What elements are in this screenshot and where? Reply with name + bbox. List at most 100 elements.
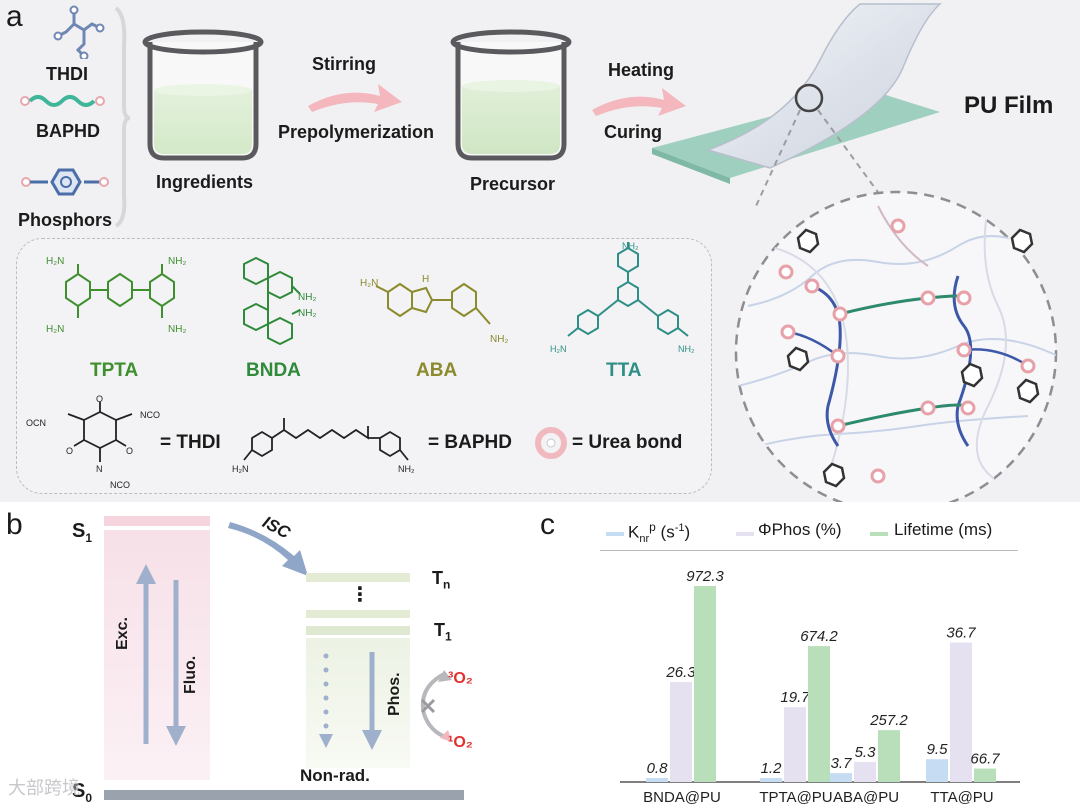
t-level-upper	[306, 610, 410, 618]
aba-nh2: NH₂	[490, 334, 508, 345]
beaker-ingredients	[142, 29, 264, 161]
thdi-nco-1: NCO	[140, 410, 160, 420]
tpta-structure: H₂N H₂N NH₂ NH₂	[46, 256, 186, 335]
bnda-name: BNDA	[246, 360, 301, 381]
aba-nh: H	[422, 274, 429, 285]
category-label-0: BNDA@PU	[643, 789, 721, 806]
bnda-nh2-1: NH₂	[298, 292, 316, 303]
data-label-3-2: 66.7	[970, 751, 1000, 768]
phos-label: Phos.	[386, 672, 403, 716]
bar-knrps-bnda-pu	[646, 778, 668, 782]
structures-box	[16, 238, 712, 494]
thdi-structure: OCN NCO NCO O O O N	[26, 394, 160, 490]
tta-h2n-left: H₂N	[550, 344, 567, 354]
data-label-2-0: 3.7	[831, 755, 853, 772]
t1-band	[306, 638, 410, 768]
chart-legend: Knrp (s-1) ΦPhos (%) Lifetime (ms)	[600, 518, 1018, 551]
bar-lifetimems-bnda-pu	[694, 586, 716, 782]
ingredients-label: Ingredients	[156, 172, 254, 192]
data-label-1-2: 674.2	[800, 628, 838, 645]
bar-knrps-aba-pu	[830, 773, 852, 782]
bar-lifetimems-tpta-pu	[808, 646, 830, 782]
legend-swatch-phos	[736, 532, 754, 536]
watermark: 大部跨境	[8, 778, 80, 798]
data-label-1-1: 19.7	[780, 689, 810, 706]
thdi-label: THDI	[46, 64, 88, 84]
bar-phos-tta-pu	[950, 642, 972, 782]
aba-h2n: H₂N	[360, 278, 378, 289]
baphd-h2n: H₂N	[232, 464, 249, 474]
data-label-2-1: 5.3	[855, 744, 877, 761]
curing-label: Curing	[604, 122, 662, 142]
precursor-label: Precursor	[470, 174, 556, 194]
levels-dots: ⋮	[350, 584, 370, 606]
phosphors-label: Phosphors	[18, 210, 113, 230]
thdi-nco-2: NCO	[110, 480, 130, 490]
triplet-oxygen-label: ³O₂	[448, 670, 473, 687]
nonrad-phos-arrows	[319, 652, 382, 750]
bar-phos-bnda-pu	[670, 682, 692, 782]
legend-swatch-lifetime	[870, 532, 888, 536]
urea-bond-label: = Urea bond	[572, 432, 683, 453]
legend-knr: Knrp (s-1)	[628, 520, 691, 546]
legend-lifetime: Lifetime (ms)	[894, 520, 993, 539]
exc-fluo-arrows	[136, 564, 186, 746]
pu-film-illustration	[652, 3, 942, 207]
category-label-1: TPTA@PU	[759, 789, 832, 806]
stirring-arrow	[308, 84, 402, 112]
singlet-oxygen-label: ¹O₂	[448, 734, 473, 751]
legend-swatch-knr	[606, 532, 624, 536]
bnda-structure: NH₂ NH₂	[243, 256, 316, 346]
panel-b-label: b	[6, 508, 23, 541]
bnda-nh2-2: NH₂	[298, 308, 316, 319]
polymer-network-zoom	[734, 190, 1058, 502]
pu-film-label: PU Film	[964, 92, 1054, 119]
beaker-precursor	[450, 29, 572, 161]
category-label-2: ABA@PU	[833, 789, 899, 806]
thdi-n: N	[96, 464, 103, 474]
s0-level	[104, 790, 464, 800]
thdi-ocn: OCN	[26, 418, 46, 428]
exc-label: Exc.	[114, 617, 131, 650]
s0-label: S0	[72, 780, 93, 805]
tn-level	[306, 573, 410, 582]
isc-arrow	[228, 522, 308, 576]
tta-nh2-top: NH₂	[622, 241, 639, 251]
t1-label: T1	[434, 620, 452, 644]
data-label-0-1: 26.3	[665, 664, 696, 681]
data-label-1-0: 1.2	[761, 760, 783, 777]
tpta-nh2-4: NH₂	[168, 324, 186, 335]
s1-label: S1	[72, 520, 93, 545]
data-label-3-0: 9.5	[927, 741, 949, 758]
tpta-name: TPTA	[90, 360, 139, 381]
urea-bond-icon	[535, 427, 567, 459]
tta-nh2-right: NH₂	[678, 344, 695, 354]
bar-phos-tpta-pu	[784, 707, 806, 782]
s1-band	[104, 530, 210, 780]
bar-knrps-tpta-pu	[760, 778, 782, 782]
baphd-chain-icon	[20, 95, 105, 107]
fluo-label: Fluo.	[182, 655, 199, 694]
bar-knrps-tta-pu	[926, 759, 948, 782]
tta-name: TTA	[606, 360, 642, 381]
heating-label: Heating	[608, 60, 675, 80]
oxygen-quench-arrow	[420, 670, 452, 742]
data-label-0-2: 972.3	[686, 568, 724, 585]
stirring-label: Stirring	[312, 54, 377, 74]
thdi-equals-label: = THDI	[160, 432, 221, 453]
data-label-0-0: 0.8	[647, 760, 669, 777]
monomer-bracket	[114, 6, 131, 228]
tpta-nh2-1: H₂N	[46, 256, 64, 267]
aba-name: ABA	[416, 360, 458, 381]
panel-c-label: c	[540, 508, 555, 541]
bar-lifetimems-aba-pu	[878, 730, 900, 782]
phosphor-benzene-icon	[21, 168, 109, 196]
data-label-2-2: 257.2	[869, 712, 908, 729]
baphd-structure: H₂N NH₂	[232, 418, 415, 474]
aba-structure: H₂N H NH₂	[360, 274, 508, 345]
baphd-nh2: NH₂	[398, 464, 415, 474]
tta-structure: NH₂ H₂N NH₂	[550, 241, 695, 354]
thdi-o-3: O	[126, 446, 133, 456]
tpta-nh2-3: NH₂	[168, 256, 186, 267]
bar-lifetimems-tta-pu	[974, 768, 996, 782]
